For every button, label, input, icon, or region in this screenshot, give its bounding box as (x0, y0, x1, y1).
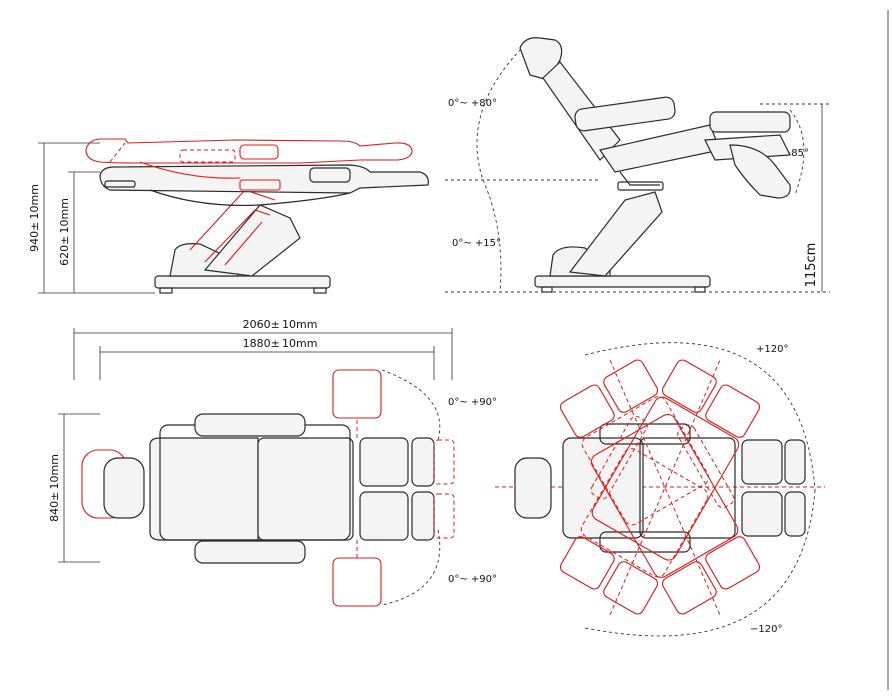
leg-angle-top-label: 0°~ +90° (448, 397, 497, 408)
length-total-label: 2060± 10mm (243, 318, 318, 331)
rotation-neg-label: −120° (750, 624, 782, 635)
length-inner-label: 1880± 10mm (243, 337, 318, 350)
top-view: 2060± 10mm 1880± 10mm 840± 10mm 0°~ +90°… (48, 318, 497, 607)
height-seat-label: 620± 10mm (58, 198, 71, 266)
max-height-label: 115cm (804, 243, 819, 288)
side-view: 940± 10mm 620± 10mm (28, 138, 429, 294)
back-angle-label: 0°~ +80° (448, 98, 497, 109)
height-total-label: 940± 10mm (28, 184, 41, 252)
rotation-view: +120° −120° (495, 342, 825, 637)
rotation-pos-label: +120° (756, 344, 788, 355)
seat-angle-label: 0°~ +15° (452, 238, 501, 249)
tilt-view: 0°~ +80° 0°~ +15° 0°~ +85° 115cm (445, 37, 830, 293)
width-label: 840± 10mm (48, 454, 61, 522)
leg-angle-bottom-label: 0°~ +90° (448, 574, 497, 585)
